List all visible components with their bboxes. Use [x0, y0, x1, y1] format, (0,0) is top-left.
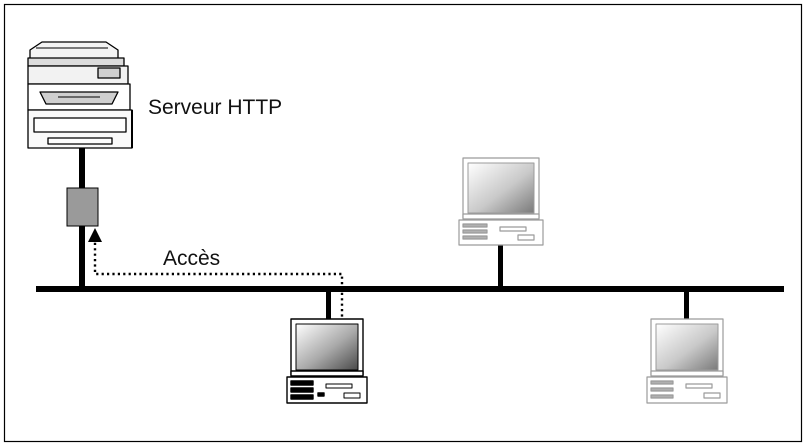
network-bus — [36, 286, 784, 292]
server-label: Serveur HTTP — [148, 96, 282, 119]
arrow-up-icon — [88, 228, 102, 242]
computer-2-icon — [458, 157, 544, 246]
access-label: Accès — [163, 247, 220, 270]
frame-border — [3, 3, 803, 443]
network-interface-box — [66, 187, 99, 227]
interface-drop-line — [79, 225, 85, 287]
client-computer-icon — [286, 318, 368, 404]
server-drop-line — [79, 146, 85, 189]
computer-3-icon — [646, 318, 728, 404]
pc3-drop-line — [684, 291, 689, 319]
client-drop-line — [326, 291, 331, 319]
pc2-drop-line — [498, 245, 503, 287]
printer-icon — [27, 41, 133, 149]
